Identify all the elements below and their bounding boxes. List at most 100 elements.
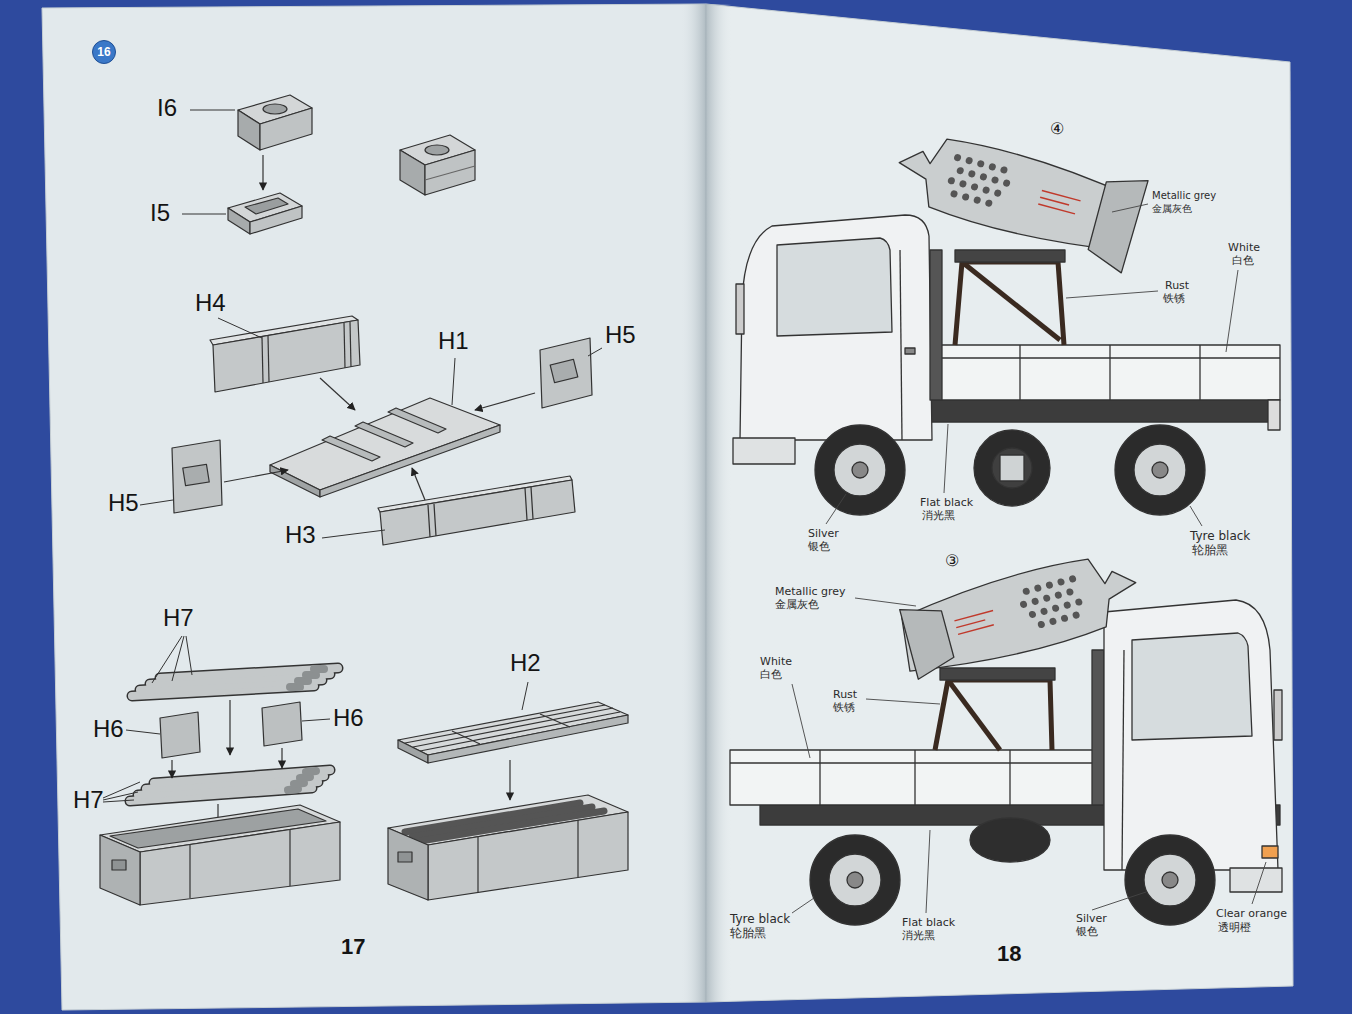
truck-side-left	[947, 176, 956, 185]
parts-i	[400, 150, 425, 195]
parts-h-box	[224, 470, 288, 482]
paint-label: 消光黑	[902, 930, 935, 942]
paint-label: Silver	[808, 528, 839, 540]
paint-leaders	[866, 699, 940, 704]
truck-side-right	[940, 668, 1055, 680]
truck-side-left	[973, 196, 982, 205]
paint-leaders	[1190, 506, 1202, 526]
paint-leaders	[792, 204, 1266, 913]
parts-h-box	[172, 440, 222, 513]
parts-i	[260, 108, 312, 150]
part-label: H4	[195, 290, 226, 316]
truck-side-right	[893, 545, 1146, 682]
parts-h-box	[355, 422, 413, 447]
truck-side-left	[1019, 345, 1020, 400]
parts-h-box	[540, 338, 592, 408]
truck-side-right	[1042, 594, 1051, 603]
truck-side-right	[954, 611, 996, 635]
left-page	[42, 4, 706, 1010]
truck-side-right	[1009, 750, 1010, 805]
truck-side-left	[944, 153, 1014, 210]
parts-h-rockets	[314, 665, 324, 673]
crates	[398, 740, 428, 763]
truck-side-right	[1028, 610, 1037, 619]
part-leaders	[140, 500, 173, 505]
part-leaders	[302, 719, 330, 721]
crates	[577, 820, 578, 877]
crates	[289, 830, 290, 886]
parts-h-rockets	[262, 702, 302, 746]
truck-side-left	[1040, 197, 1069, 205]
paint-label: Tyre black	[730, 913, 790, 926]
paint-label: 银色	[808, 541, 830, 553]
truck-side-right	[893, 545, 1146, 682]
parts-i	[245, 198, 288, 214]
paint-label: 铁锈	[833, 702, 855, 714]
page-number: 17	[341, 935, 365, 959]
part-label: H2	[510, 650, 541, 676]
crates	[452, 731, 480, 744]
parts-h-rockets	[154, 770, 330, 783]
parts-h-rockets	[294, 783, 304, 784]
paint-leaders	[944, 424, 948, 493]
parts-h-box	[380, 480, 575, 545]
crates	[189, 845, 190, 898]
truck-side-right	[1162, 872, 1178, 888]
paint-label: 轮胎黑	[730, 927, 766, 940]
parts-h-rockets	[160, 668, 338, 678]
crates	[477, 837, 478, 893]
part-label: I5	[150, 200, 170, 226]
truck-side-left	[905, 348, 915, 354]
truck-side-right	[1022, 587, 1031, 596]
truck-side-right	[1051, 604, 1060, 613]
paint-label: Flat black	[902, 917, 955, 929]
truck-side-right	[730, 762, 1105, 763]
truck-side-left	[991, 176, 1000, 185]
truck-side-right	[900, 599, 957, 679]
truck-side-right	[829, 854, 881, 906]
truck-side-right	[1049, 617, 1058, 626]
crates	[420, 712, 620, 751]
part-label: H3	[285, 522, 316, 548]
callout-number: ④	[1050, 120, 1064, 138]
parts-h-box	[412, 468, 425, 500]
paint-leaders	[1226, 270, 1238, 352]
part-leaders	[588, 348, 602, 356]
paint-leaders	[792, 684, 810, 758]
parts-h-rockets	[160, 712, 200, 758]
truck-side-left	[955, 250, 1065, 262]
parts-h-box	[434, 504, 436, 536]
part-label: H1	[438, 328, 469, 354]
truck-side-left	[1038, 191, 1080, 215]
paint-label: 消光黑	[922, 510, 955, 522]
paint-leaders	[926, 830, 930, 913]
truck-side-right	[819, 750, 820, 805]
truck-side-right	[1072, 611, 1081, 620]
part-label: H7	[73, 787, 104, 813]
part-leaders	[126, 730, 160, 734]
crates	[540, 714, 570, 727]
truck-side-left	[1134, 444, 1186, 496]
crates	[100, 702, 628, 905]
step-number-text: 16	[97, 45, 110, 59]
part-label: H7	[163, 605, 194, 631]
truck-side-left	[1002, 179, 1011, 188]
parts-h-box	[213, 320, 360, 392]
paint-leaders	[1252, 862, 1266, 904]
truck-side-left	[815, 425, 905, 515]
paint-label: Tyre black	[1190, 530, 1250, 543]
truck-side-right	[958, 625, 994, 635]
parts-h-box	[525, 488, 527, 520]
crates	[100, 835, 140, 905]
truck-side-right	[1019, 600, 1028, 609]
truck-side-left	[930, 250, 942, 400]
truck-side-left	[955, 262, 1064, 345]
truck-side-left	[733, 117, 1280, 515]
paint-label: Clear orange	[1216, 908, 1287, 920]
truck-side-left	[985, 199, 994, 208]
parts-i	[425, 150, 475, 195]
truck-side-left	[1109, 345, 1110, 400]
truck-side-left	[1000, 166, 1009, 175]
paint-leaders	[792, 898, 814, 913]
